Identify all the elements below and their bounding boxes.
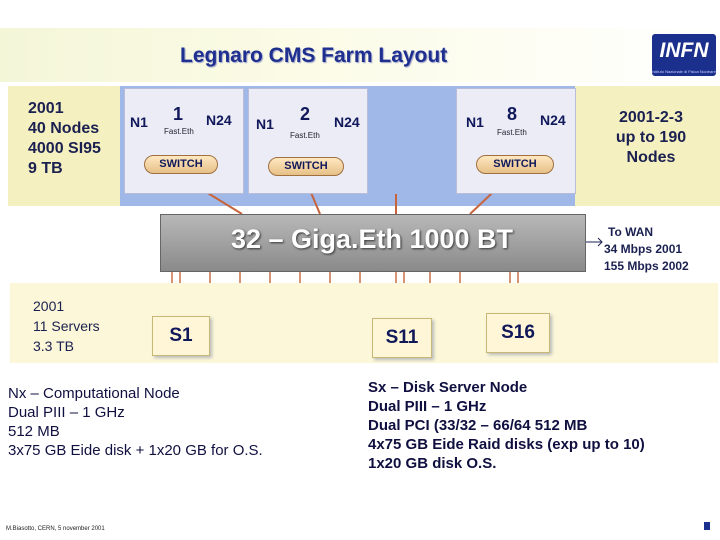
description-line: 512 MB: [8, 423, 60, 440]
cluster-8-first-node: N1: [466, 114, 484, 130]
page-marker-icon: [704, 522, 710, 530]
cluster-2-last-node: N24: [334, 114, 360, 130]
cluster-1-lan-label: Fast.Eth: [164, 127, 194, 136]
note-line: Nodes: [626, 149, 676, 166]
disk-server-node-description: Sx – Disk Server Node Dual PIII – 1 GHz …: [368, 378, 645, 473]
cluster-8-switch: SWITCH: [476, 155, 554, 174]
server-s16: S16: [486, 313, 550, 353]
farm-2001-panel: [8, 86, 120, 206]
description-line: 4x75 GB Eide Raid disks (exp up to 10): [368, 436, 645, 453]
wan-line: 155 Mbps 2002: [604, 259, 689, 273]
description-line: 3x75 GB Eide disk + 1x20 GB for O.S.: [8, 442, 263, 459]
footer-author: M.Biasotto, CERN, 5 november 2001: [6, 526, 105, 532]
logo-text: INFN: [659, 39, 709, 62]
cluster-1-last-node: N24: [206, 112, 232, 128]
cluster-2-index: 2: [300, 104, 311, 124]
cluster-8-index: 8: [507, 104, 518, 124]
cluster-2-switch: SWITCH: [268, 157, 344, 176]
cluster-1-first-node: N1: [130, 114, 148, 130]
note-line: 2001: [33, 298, 65, 314]
farm-future-note: 2001-2-3 up to 190 Nodes: [592, 108, 710, 168]
note-line: 40 Nodes: [28, 120, 100, 137]
wan-note: To WAN 34 Mbps 2001 155 Mbps 2002: [604, 224, 689, 275]
gigabit-backbone-label: 32 – Giga.Eth 1000 BT: [230, 224, 514, 254]
farm-future-panel: [575, 86, 720, 206]
cluster-2-lan-label: Fast.Eth: [290, 131, 320, 140]
note-line: 9 TB: [28, 160, 63, 177]
note-line: 11 Servers: [33, 318, 100, 334]
cluster-2-first-node: N1: [256, 116, 274, 132]
page-title: Legnaro CMS Farm Layout: [180, 44, 448, 67]
description-line: Nx – Computational Node: [8, 385, 180, 402]
cluster-1: [124, 88, 244, 194]
wan-line: To WAN: [608, 225, 654, 239]
description-line: 1x20 GB disk O.S.: [368, 455, 497, 472]
cluster-1-index: 1: [173, 104, 184, 124]
note-line: 2001: [28, 100, 64, 117]
cluster-8-last-node: N24: [540, 112, 566, 128]
wan-line: 34 Mbps 2001: [604, 242, 683, 256]
server-s1: S1: [152, 316, 210, 356]
wan-link: [584, 237, 603, 247]
description-line: Dual PIII – 1 GHz: [8, 404, 125, 421]
note-line: up to 190: [615, 129, 687, 146]
note-line: 4000 SI95: [28, 140, 101, 157]
logo-subtext: Istituto Nazionale di Fisica Nucleare: [652, 69, 716, 74]
computational-node-description: Nx – Computational Node Dual PIII – 1 GH…: [8, 384, 263, 460]
server-s11: S11: [372, 318, 432, 358]
description-line: Sx – Disk Server Node: [368, 379, 528, 396]
note-line: 2001-2-3: [618, 109, 684, 126]
infn-logo: INFN Istituto Nazionale di Fisica Nuclea…: [652, 34, 716, 76]
description-line: Dual PCI (33/32 – 66/64 512 MB: [368, 417, 588, 434]
gigabit-backbone: [160, 214, 586, 272]
cluster-8-lan-label: Fast.Eth: [497, 128, 527, 137]
cluster-2: [248, 88, 368, 194]
cluster-8: [456, 88, 576, 194]
server-panel: [10, 283, 718, 363]
farm-2001-note: 2001 40 Nodes 4000 SI95 9 TB: [28, 99, 101, 179]
cluster-1-switch: SWITCH: [144, 155, 218, 174]
servers-2001-note: 2001 11 Servers 3.3 TB: [33, 296, 100, 356]
description-line: Dual PIII – 1 GHz: [368, 398, 487, 415]
title-band: [0, 28, 720, 82]
note-line: 3.3 TB: [33, 338, 74, 354]
